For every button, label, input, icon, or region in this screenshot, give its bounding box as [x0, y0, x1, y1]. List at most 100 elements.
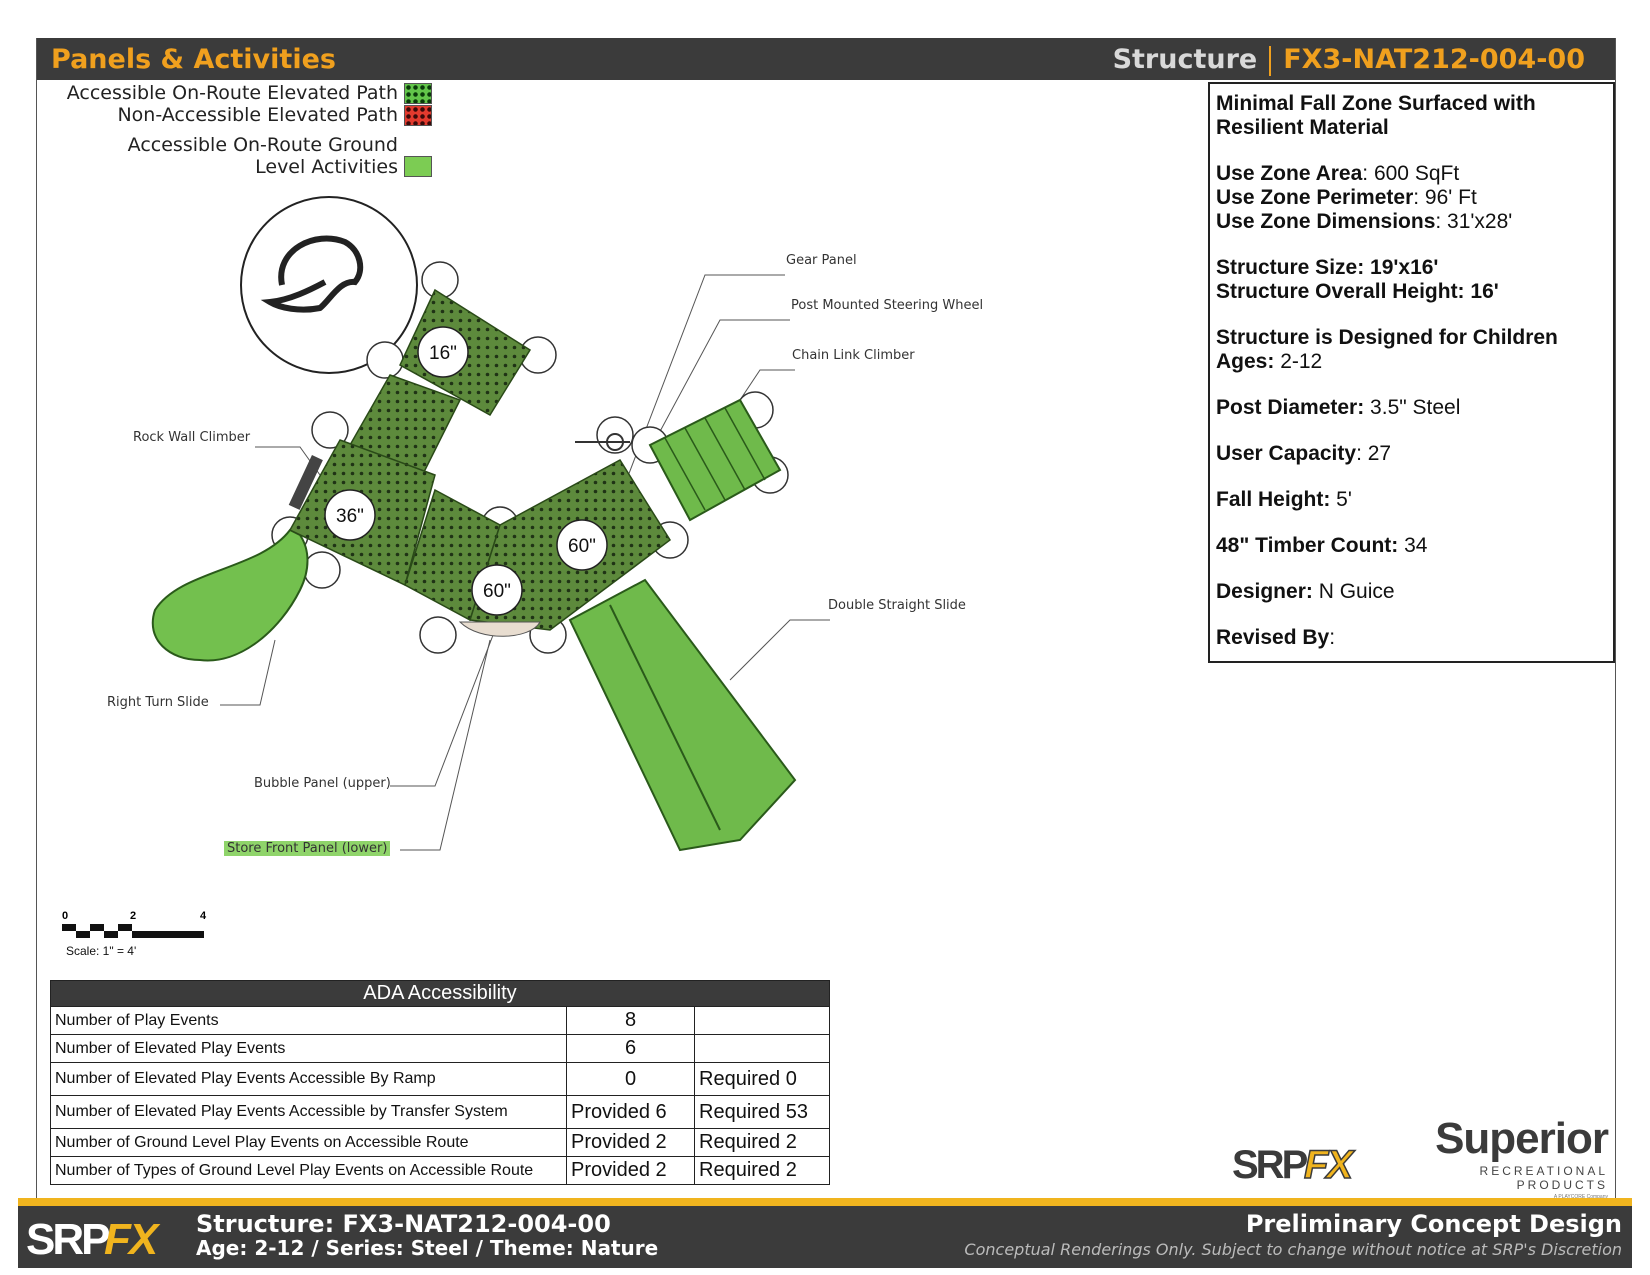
ada-row-label: Number of Ground Level Play Events on Ac… — [50, 1128, 567, 1157]
legend-swatch-green-dots — [404, 83, 432, 104]
structure-info-panel: Minimal Fall Zone Surfaced with Resilien… — [1208, 82, 1615, 663]
surfacing-note: Minimal Fall Zone Surfaced with Resilien… — [1216, 92, 1536, 139]
ada-row-provided: 0 — [566, 1062, 695, 1096]
legend-item: Accessible On-Route Ground Level Activit… — [52, 134, 432, 178]
deck-height-60-b: 60" — [483, 581, 511, 602]
ada-row-required — [694, 1034, 830, 1063]
legend-swatch-green-solid — [404, 156, 432, 177]
ada-row-label: Number of Types of Ground Level Play Eve… — [50, 1156, 567, 1185]
deck-height-labels: 16" 36" 60" 60" — [336, 343, 596, 602]
ada-row-required: Required 53 — [694, 1095, 830, 1129]
fall-height: Fall Height: 5' — [1216, 488, 1352, 511]
callout-right-turn-slide: Right Turn Slide — [107, 695, 209, 710]
structure-label: Structure — [1112, 44, 1258, 75]
steering-wheel-icon — [575, 433, 630, 451]
structure-code: FX3-NAT212-004-00 — [1283, 44, 1585, 75]
ada-row-provided: Provided 6 — [566, 1095, 695, 1129]
header-bar: Panels & Activities Structure FX3-NAT212-… — [37, 38, 1615, 80]
footer-structure-line: Structure: FX3-NAT212-004-00 — [196, 1210, 611, 1238]
header-divider — [1269, 45, 1272, 76]
deck-height-36: 36" — [336, 506, 364, 527]
table-row: Number of Play Events 8 — [50, 1006, 830, 1035]
post-diameter: Post Diameter: 3.5" Steel — [1216, 396, 1461, 419]
playcore-tagline: A PLAYCORE Company — [1553, 1194, 1608, 1200]
table-row: Number of Elevated Play Events Accessibl… — [50, 1095, 830, 1129]
structure-plan-drawing: 16" 36" 60" 60" — [151, 196, 830, 852]
table-row: Number of Ground Level Play Events on Ac… — [50, 1128, 830, 1157]
deck-height-60-a: 60" — [568, 536, 596, 557]
table-row: Number of Elevated Play Events 6 — [50, 1034, 830, 1063]
revised-by: Revised By: — [1216, 626, 1336, 649]
callout-steering-wheel: Post Mounted Steering Wheel — [791, 298, 984, 313]
ada-row-provided: 8 — [566, 1006, 695, 1035]
designed-for: Structure is Designed for Children — [1216, 326, 1558, 349]
scale-bar: 0 2 4 — [62, 910, 207, 938]
footer-srpfx-logo: SRP FX — [26, 1215, 163, 1264]
scale-label: Scale: 1" = 4' — [66, 944, 137, 958]
ada-accessibility-table: ADA Accessibility Number of Play Events … — [50, 980, 830, 1185]
structure-heading: Structure FX3-NAT212-004-00 — [1113, 44, 1585, 76]
timber-count: 48" Timber Count: 34 — [1216, 534, 1428, 557]
legend-label: Accessible On-Route Elevated Path — [66, 82, 398, 104]
crawl-ring-icon — [240, 196, 418, 374]
user-capacity: User Capacity: 27 — [1216, 442, 1392, 465]
structure-size: Structure Size: 19'x16' — [1216, 256, 1439, 279]
rock-wall-climber — [288, 454, 323, 510]
structure-height: Structure Overall Height: 16' — [1216, 280, 1499, 303]
legend: Accessible On-Route Elevated Path Non-Ac… — [52, 82, 432, 178]
footer-age-series-line: Age: 2-12 / Series: Steel / Theme: Natur… — [196, 1236, 659, 1260]
double-straight-slide — [568, 578, 797, 852]
ada-row-required: Required 2 — [694, 1156, 830, 1185]
footer-bar: SRP FX Structure: FX3-NAT212-004-00 Age:… — [18, 1206, 1632, 1268]
srpfx-logo: SRP FX — [1232, 1142, 1358, 1188]
callout-chain-link: Chain Link Climber — [792, 348, 915, 363]
use-zone-area: Use Zone Area: 600 SqFt — [1216, 162, 1460, 185]
ada-row-required: Required 2 — [694, 1128, 830, 1157]
ada-row-label: Number of Elevated Play Events — [50, 1034, 567, 1063]
table-row: Number of Elevated Play Events Accessibl… — [50, 1062, 830, 1096]
callout-bubble-panel: Bubble Panel (upper) — [254, 776, 391, 791]
superior-wordmark: Superior — [1435, 1114, 1609, 1163]
svg-text:SRP: SRP — [26, 1215, 109, 1264]
svg-text:FX: FX — [1304, 1143, 1355, 1187]
ada-row-required: Required 0 — [694, 1062, 830, 1096]
bubble-panel — [458, 621, 541, 637]
page-title: Panels & Activities — [51, 44, 336, 75]
callout-rock-wall: Rock Wall Climber — [133, 430, 251, 445]
use-zone-perimeter: Use Zone Perimeter: 96' Ft — [1216, 186, 1477, 209]
footer-disclaimer: Conceptual Renderings Only. Subject to c… — [964, 1240, 1622, 1259]
scale-tick-0: 0 — [62, 910, 68, 922]
ada-table-title: ADA Accessibility — [50, 980, 830, 1007]
footer-accent-line — [18, 1198, 1632, 1206]
ada-row-label: Number of Elevated Play Events Accessibl… — [50, 1095, 567, 1129]
chain-link-climber — [648, 398, 782, 522]
legend-label: Non-Accessible Elevated Path — [117, 104, 398, 126]
ada-row-label: Number of Elevated Play Events Accessibl… — [50, 1062, 567, 1096]
deck-height-markers — [324, 326, 608, 616]
table-row: Number of Types of Ground Level Play Eve… — [50, 1156, 830, 1185]
right-turn-slide — [151, 528, 309, 662]
legend-swatch-red-dots — [404, 105, 432, 126]
footer-concept-title: Preliminary Concept Design — [1245, 1210, 1622, 1238]
callout-gear-panel: Gear Panel — [786, 253, 857, 268]
ada-row-label: Number of Play Events — [50, 1006, 567, 1035]
callout-store-front: Store Front Panel (lower) — [224, 841, 391, 856]
designer: Designer: N Guice — [1216, 580, 1395, 603]
scale-tick-2: 2 — [130, 910, 136, 922]
use-zone-dimensions: Use Zone Dimensions: 31'x28' — [1216, 210, 1513, 233]
legend-item: Non-Accessible Elevated Path — [52, 104, 432, 126]
svg-text:FX: FX — [104, 1215, 161, 1264]
callout-double-slide: Double Straight Slide — [828, 598, 966, 613]
ages: Ages: 2-12 — [1216, 350, 1323, 373]
legend-item: Accessible On-Route Elevated Path — [52, 82, 432, 104]
deck-height-16: 16" — [429, 343, 457, 364]
ada-row-provided: Provided 2 — [566, 1128, 695, 1157]
scale-tick-4: 4 — [200, 910, 207, 922]
ada-row-provided: 6 — [566, 1034, 695, 1063]
legend-label: Accessible On-Route Ground Level Activit… — [127, 134, 398, 178]
superior-subtitle: RECREATIONAL PRODUCTS — [1479, 1164, 1608, 1192]
ada-row-required — [694, 1006, 830, 1035]
ada-row-provided: Provided 2 — [566, 1156, 695, 1185]
superior-logo: Superior RECREATIONAL PRODUCTS A PLAYCOR… — [1408, 1114, 1609, 1201]
svg-text:SRP: SRP — [1232, 1143, 1308, 1187]
